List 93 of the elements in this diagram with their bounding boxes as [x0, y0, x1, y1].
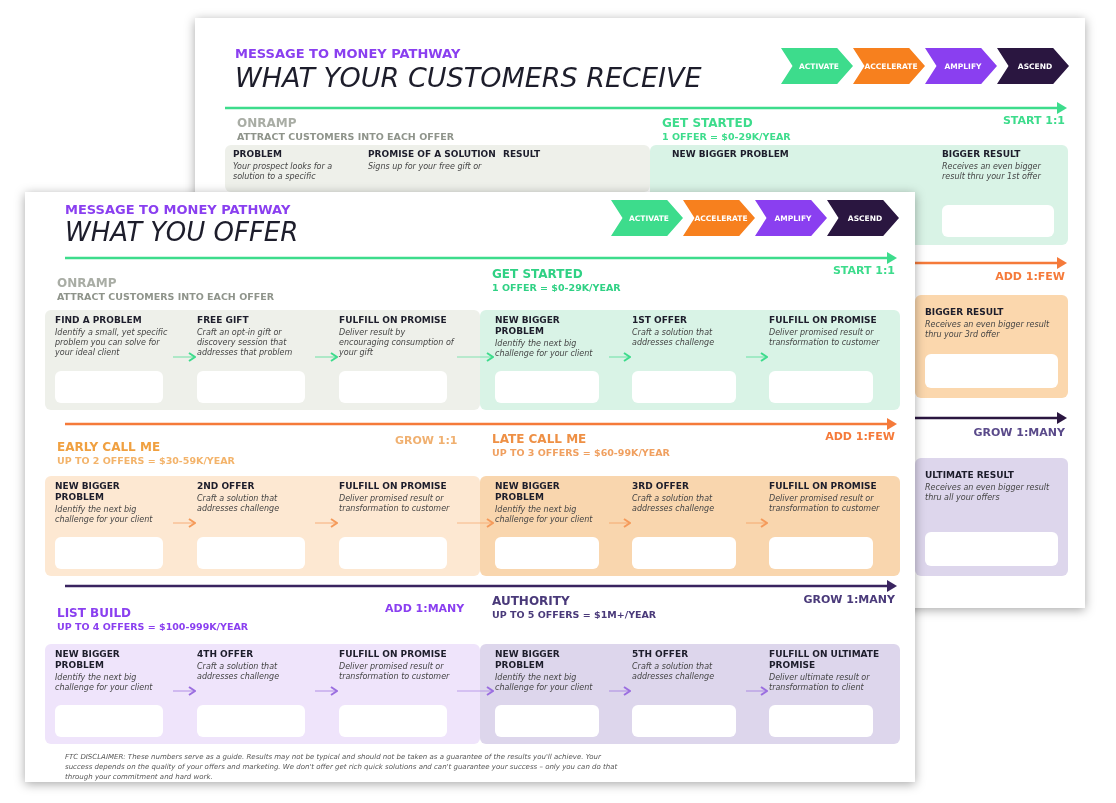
stage-heading: GET STARTED: [662, 116, 753, 130]
arrow-label: START 1:1: [831, 266, 895, 276]
step-heading: NEW BIGGER PROBLEM: [55, 649, 121, 671]
result-card: [915, 458, 1068, 576]
step-heading: 1ST OFFER: [632, 315, 689, 326]
arrow-label: GROW 1:MANY: [802, 595, 895, 605]
chevron-arrow: [745, 686, 768, 696]
chevron-arrow: [172, 686, 196, 696]
offer-price: 1 OFFER = $0-29K/YEAR: [492, 282, 621, 293]
stage-heading: ONRAMP: [237, 116, 297, 130]
page-title: WHAT YOUR CUSTOMERS RECEIVE: [235, 62, 702, 93]
offer-price: UP TO 4 OFFERS = $100-999K/YEAR: [57, 621, 249, 632]
step-heading: FULFILL ON PROMISE: [339, 481, 448, 492]
step-description: Deliver promised result or transformation to customer: [339, 662, 451, 682]
step-description: Craft a solution that addresses challenge: [197, 494, 281, 514]
chevron-arrow: [608, 352, 631, 362]
chevron-arrow: [456, 686, 494, 696]
step-heading: NEW BIGGER PROBLEM: [495, 649, 561, 671]
step-heading: 3RD OFFER: [632, 481, 690, 492]
chevron-arrow: [314, 686, 338, 696]
offer-price: UP TO 3 OFFERS = $60-99K/YEAR: [492, 447, 670, 458]
step-description: Deliver promised result or transformation to customer: [769, 494, 881, 514]
chevron-arrow: [608, 518, 631, 528]
result-card: [915, 295, 1068, 398]
step-heading: NEW BIGGER PROBLEM: [495, 481, 561, 503]
arrow-label: ADD 1:FEW: [994, 272, 1065, 282]
chevron-arrow: [456, 352, 494, 362]
offer-price: UP TO 5 OFFERS = $1M+/YEAR: [492, 609, 657, 620]
step-description: Craft a solution that addresses challenge: [632, 662, 716, 682]
step-heading: FIND A PROBLEM: [55, 315, 143, 326]
step-description: Receives an even bigger result thru all your offers: [925, 483, 1051, 503]
step-description: Signs up for your free gift or: [368, 162, 483, 172]
step-heading: 2ND OFFER: [197, 481, 256, 492]
stage-heading: EARLY CALL ME: [57, 440, 161, 454]
arrow-label: GROW 1:1: [395, 434, 458, 447]
step-description: Craft a solution that addresses challenge: [632, 494, 716, 514]
stage-heading: LATE CALL ME: [492, 432, 587, 446]
step-heading: ULTIMATE RESULT: [925, 470, 1015, 481]
step-description: Receives an even bigger result thru your 1st offer: [942, 162, 1042, 182]
step-heading: FREE GIFT: [197, 315, 250, 326]
step-description: Your prospect looks for a solution to a specific: [233, 162, 334, 182]
step-description: Identify the next big challenge for your client: [495, 505, 594, 525]
stage-heading: LIST BUILD: [57, 606, 132, 620]
step-heading: PROBLEM: [233, 149, 283, 160]
step-heading: FULFILL ON PROMISE: [769, 315, 878, 326]
offer-price: 1 OFFER = $0-29K/YEAR: [662, 131, 791, 142]
chevron-arrow: [745, 352, 768, 362]
step-heading: 4TH OFFER: [197, 649, 255, 660]
arrow-label: ADD 1:FEW: [824, 432, 895, 442]
step-description: Receives an even bigger result thru your 3rd offer: [925, 320, 1051, 340]
stage-heading: AUTHORITY: [492, 594, 570, 608]
step-heading: BIGGER RESULT: [942, 149, 1022, 160]
chevron-arrow: [745, 518, 768, 528]
step-heading: NEW BIGGER PROBLEM: [672, 149, 790, 160]
stage-heading: ONRAMP: [57, 276, 117, 290]
step-description: Identify the next big challenge for your client: [495, 673, 594, 693]
subtitle: MESSAGE TO MONEY PATHWAY: [235, 46, 461, 61]
step-heading: BIGGER RESULT: [925, 307, 1005, 318]
chevron-arrow: [314, 352, 338, 362]
step-description: Craft a solution that addresses challenge: [632, 328, 716, 348]
step-heading: FULFILL ON PROMISE: [339, 649, 448, 660]
arrow-label: GROW 1:MANY: [972, 428, 1065, 438]
step-description: Identify a small, yet specific problem you can solve for your ideal client: [55, 328, 169, 358]
chevron-arrow: [456, 518, 494, 528]
step-heading: FULFILL ON PROMISE: [339, 315, 448, 326]
step-description: Craft an opt-in gift or discovery session that addresses that problem: [197, 328, 294, 358]
step-heading: NEW BIGGER PROBLEM: [495, 315, 561, 337]
step-heading: PROMISE OF A SOLUTION: [368, 149, 496, 160]
page-title: WHAT YOU OFFER: [65, 217, 299, 247]
step-description: Craft a solution that addresses challenge: [197, 662, 281, 682]
chevron-arrow: [172, 352, 196, 362]
step-description: Deliver promised result or transformation to customer: [769, 328, 881, 348]
arrow-label: START 1:1: [1001, 116, 1065, 126]
step-heading: 5TH OFFER: [632, 649, 690, 660]
chevron-arrow: [172, 518, 196, 528]
step-description: Deliver result by encouraging consumption of your gift: [339, 328, 455, 358]
arrow-label: ADD 1:MANY: [385, 602, 465, 615]
step-description: Identify the next big challenge for your client: [55, 673, 154, 693]
chevron-arrow: [314, 518, 338, 528]
step-heading: FULFILL ON PROMISE: [769, 481, 878, 492]
step-description: Identify the next big challenge for your client: [495, 339, 594, 359]
offer-price: ATTRACT CUSTOMERS INTO EACH OFFER: [57, 291, 274, 302]
step-heading: NEW BIGGER PROBLEM: [55, 481, 121, 503]
subtitle: MESSAGE TO MONEY PATHWAY: [65, 202, 291, 217]
stage-heading: GET STARTED: [492, 267, 583, 281]
offer-price: UP TO 2 OFFERS = $30-59K/YEAR: [57, 455, 235, 466]
step-heading: FULFILL ON ULTIMATE PROMISE: [769, 649, 881, 671]
step-description: Deliver ultimate result or transformation to client: [769, 673, 871, 693]
step-description: Deliver promised result or transformation to customer: [339, 494, 451, 514]
step-heading: RESULT: [503, 149, 542, 160]
offer-price: ATTRACT CUSTOMERS INTO EACH OFFER: [237, 131, 454, 142]
step-description: Identify the next big challenge for your client: [55, 505, 154, 525]
chevron-arrow: [608, 686, 631, 696]
